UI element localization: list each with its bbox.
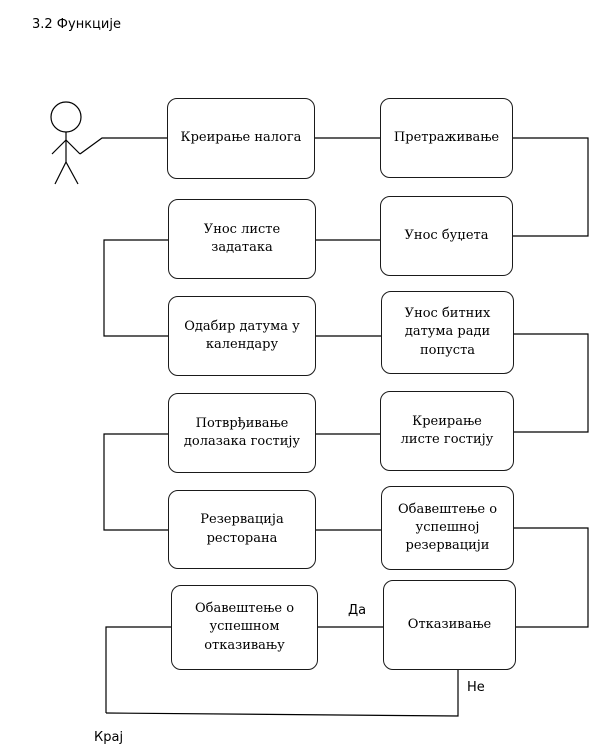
node-restaurant-booking: Резервација ресторана xyxy=(168,490,316,569)
node-task-list-entry: Унос листе задатака xyxy=(168,199,316,279)
section-heading: 3.2 Функције xyxy=(32,17,121,32)
actor-leg-right xyxy=(65,161,79,185)
label-end: Крај xyxy=(94,730,124,745)
label-yes: Да xyxy=(348,603,367,618)
actor-leg-left xyxy=(54,161,67,185)
node-cancellation: Отказивање xyxy=(383,580,516,670)
node-cancellation-success: Обавештење о успешном отказивању xyxy=(171,585,318,670)
node-search: Претраживање xyxy=(380,98,513,178)
label-no: Не xyxy=(467,680,485,695)
link-notify-cancel xyxy=(514,527,589,628)
node-budget-entry: Унос буџета xyxy=(380,196,513,276)
link-confirm-reserve xyxy=(103,433,168,531)
node-confirm-attendance: Потврђивање долазака гостију xyxy=(168,393,316,473)
actor-arm-right xyxy=(65,139,81,155)
actor-arm-left xyxy=(51,139,67,155)
link-tasks-calendar xyxy=(103,239,168,337)
link-notify-end xyxy=(105,626,171,713)
node-guest-list: Креирање листе гостију xyxy=(380,391,514,471)
node-calendar-date: Одабир датума у календару xyxy=(168,296,316,376)
node-create-account: Креирање налога xyxy=(167,98,315,179)
node-discount-dates: Унос битних датума ради попуста xyxy=(381,291,514,374)
link-cancel-no xyxy=(105,670,459,717)
actor-head xyxy=(50,101,82,133)
link-search-budget xyxy=(513,137,589,237)
node-booking-success: Обавештење о успешној резервацији xyxy=(381,486,514,570)
link-dates-guests xyxy=(514,333,589,433)
actor-link xyxy=(79,137,167,155)
